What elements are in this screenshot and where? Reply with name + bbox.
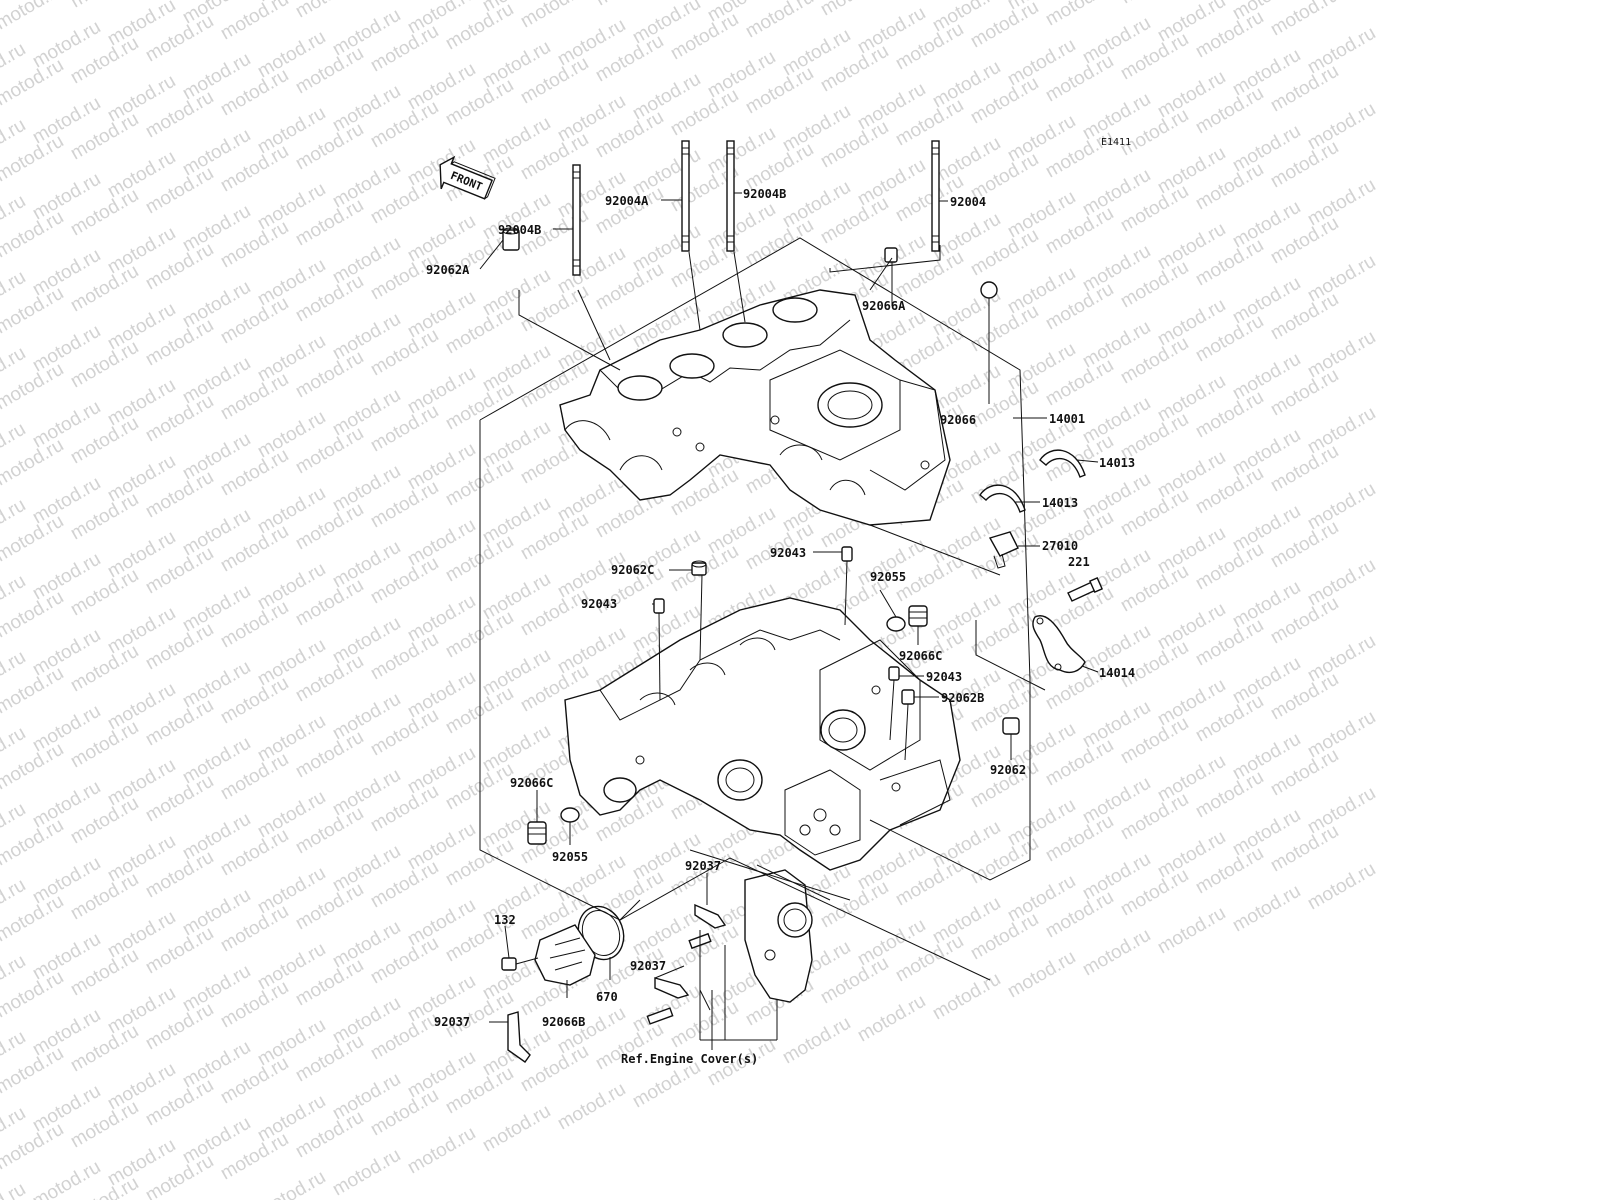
label-92062: 92062: [990, 763, 1026, 777]
diagram-code: E1411: [1101, 137, 1131, 148]
label-92055-left: 92055: [552, 850, 588, 864]
label-92004b-mid: 92004B: [743, 187, 786, 201]
label-92004a: 92004A: [605, 194, 649, 208]
dowel-92066a: [884, 247, 898, 263]
part-labels: 92004B 92004A 92004B 92004 92062A 92066A…: [426, 187, 1135, 1066]
watermark-text: motod.ru: [929, 969, 1004, 1025]
label-92062a: 92062A: [426, 263, 470, 277]
watermark-text: motod.ru: [742, 0, 817, 42]
label-92004b-left: 92004B: [498, 223, 541, 237]
dowel-92062c: [691, 560, 707, 576]
stud-92004a: [681, 140, 690, 252]
switch-27010: [988, 531, 1019, 569]
watermark-text: motod.ru: [1267, 0, 1342, 40]
watermark-text: motod.ru: [217, 0, 292, 44]
watermark-text: motod.ru: [479, 1101, 554, 1157]
plug-92066c-right: [908, 605, 928, 627]
watermark-text: motod.ru: [67, 0, 142, 12]
watermark-text: motod.ru: [404, 1123, 479, 1179]
label-92037-top: 92037: [685, 859, 721, 873]
plug-92066: [980, 281, 998, 299]
plug-92062: [1002, 717, 1020, 735]
label-221: 221: [1068, 555, 1090, 569]
label-leaders: [479, 192, 1099, 1023]
plug-92066c-left: [527, 821, 547, 845]
label-92062c: 92062C: [611, 563, 654, 577]
watermark-text: motod.ru: [1304, 859, 1379, 915]
watermark-text: motod.ru: [254, 1167, 329, 1200]
cap-92066b: [534, 924, 596, 986]
dowel-92043-a: [841, 546, 853, 562]
label-27010: 27010: [1042, 539, 1078, 553]
label-92055-right: 92055: [870, 570, 906, 584]
watermark-text: motod.ru: [1154, 903, 1229, 959]
label-14013-top: 14013: [1099, 456, 1135, 470]
watermark-text: motod.ru: [817, 0, 892, 20]
engine-cover: [744, 869, 813, 1003]
bracket-92037-mid: [654, 977, 690, 999]
label-670: 670: [596, 990, 618, 1004]
stud-92004b-left: [572, 164, 581, 276]
bolt-221: [1067, 576, 1104, 602]
label-92066: 92066: [940, 413, 976, 427]
bolt-cover-2: [646, 1007, 674, 1025]
bearing-14013-top: [1039, 449, 1086, 478]
label-14014: 14014: [1099, 666, 1135, 680]
ref-engine-cover-note: Ref.Engine Cover(s): [621, 1052, 758, 1066]
watermark-text: motod.ru: [329, 1145, 404, 1200]
watermark-text: motod.ru: [29, 1157, 104, 1200]
watermark-text: motod.ru: [1229, 881, 1304, 937]
watermark-text: motod.ru: [517, 0, 592, 32]
watermark-text: motod.ru: [554, 1079, 629, 1135]
assembly-frame: [479, 237, 1046, 1011]
plate-14014: [1032, 615, 1086, 674]
watermark-text: motod.ru: [1079, 925, 1154, 981]
watermark-text: motod.ru: [1117, 0, 1192, 8]
upper-crankcase: [559, 289, 951, 526]
oring-92055-right: [886, 616, 906, 632]
label-14001: 14001: [1049, 412, 1085, 426]
label-92043-left: 92043: [581, 597, 617, 611]
dowel-92043-c: [888, 666, 900, 681]
label-92037-bottom: 92037: [434, 1015, 470, 1029]
dowel-92062b: [901, 689, 915, 705]
stud-92004: [931, 140, 940, 252]
lower-crankcase: [564, 597, 961, 871]
label-132: 132: [494, 913, 516, 927]
label-14013-bottom: 14013: [1042, 496, 1078, 510]
label-92062b: 92062B: [941, 691, 984, 705]
watermark-text: motod.ru: [292, 0, 367, 22]
oring-92055-left: [560, 807, 580, 823]
dowel-92043-b: [653, 598, 665, 614]
label-92066c-right: 92066C: [899, 649, 942, 663]
label-92004: 92004: [950, 195, 986, 209]
watermark-text: motod.ru: [0, 1179, 29, 1200]
front-arrow-icon: FRONT: [439, 155, 496, 200]
label-92043-right: 92043: [926, 670, 962, 684]
label-92066a: 92066A: [862, 299, 906, 313]
watermark-text: motod.ru: [592, 0, 667, 10]
bracket-92037-lower: [507, 1011, 531, 1063]
watermark-text: motod.ru: [1042, 0, 1117, 30]
watermark-text: motod.ru: [779, 1013, 854, 1069]
watermark-text: motod.ru: [1004, 947, 1079, 1003]
bearing-14013-bottom: [979, 484, 1026, 513]
stud-92004b-mid: [726, 140, 735, 252]
label-92066c-left: 92066C: [510, 776, 553, 790]
label-92066b: 92066B: [542, 1015, 585, 1029]
label-92043-top: 92043: [770, 546, 806, 560]
watermark-text: motod.ru: [854, 991, 929, 1047]
label-92037-mid: 92037: [630, 959, 666, 973]
watermark-text: motod.ru: [0, 0, 67, 34]
bracket-92037-upper: [694, 903, 727, 929]
ref-note-bracket: [699, 930, 778, 1050]
